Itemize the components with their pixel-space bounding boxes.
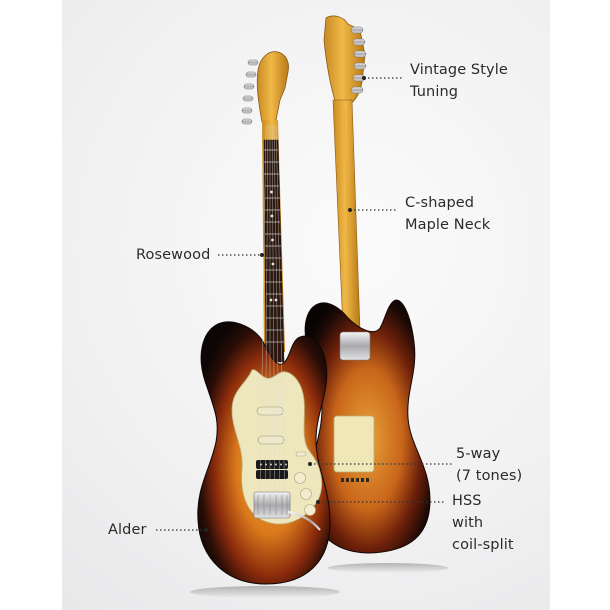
middle-pickup xyxy=(257,435,285,445)
pickups-label: HSS with coil-split xyxy=(452,493,514,553)
tone-knob-1 xyxy=(300,488,312,500)
switch-label: 5-way (7 tones) xyxy=(456,446,523,484)
front-headstock xyxy=(256,51,289,123)
body-wood-label: Alder xyxy=(108,522,147,538)
front-guitar-shadow xyxy=(190,586,340,598)
humbucker-pickup xyxy=(256,460,288,479)
rear-neck xyxy=(332,99,361,331)
neck-label: C-shaped Maple Neck xyxy=(405,195,491,233)
right-margin xyxy=(550,0,610,610)
callout-dots xyxy=(204,76,366,532)
tone-knob-2 xyxy=(304,504,316,516)
neck-plate xyxy=(339,331,371,361)
back-guitar-shadow xyxy=(328,563,448,573)
callout-lines xyxy=(156,77,452,531)
five-way-switch xyxy=(295,451,307,457)
tremolo-arm xyxy=(287,510,321,531)
tuning-label: Vintage Style Tuning xyxy=(410,62,508,100)
rear-guitar xyxy=(304,15,431,554)
pickguard xyxy=(231,369,323,525)
rear-headstock xyxy=(323,15,366,105)
string-ferrules xyxy=(341,478,369,482)
bridge xyxy=(253,491,291,519)
front-tuners xyxy=(241,59,259,125)
fretboard-label: Rosewood xyxy=(136,247,211,263)
tremolo-cover xyxy=(333,415,375,473)
left-margin xyxy=(0,0,62,610)
volume-knob xyxy=(294,472,306,484)
strings xyxy=(259,124,286,506)
front-guitar xyxy=(197,51,331,585)
